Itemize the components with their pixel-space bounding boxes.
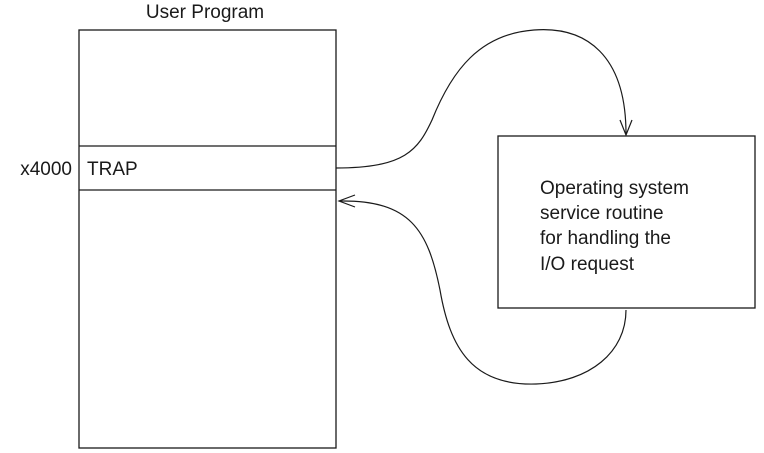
return-arrow [339, 200, 627, 385]
trap-address: x4000 [20, 159, 72, 180]
service-routine-line-2: service routine [540, 203, 664, 224]
user-program-title: User Program [146, 2, 264, 23]
user-program-box [78, 29, 337, 449]
trap-instruction: TRAP [87, 159, 138, 180]
return-arrowhead [337, 194, 356, 208]
service-routine-line-3: for handling the [540, 228, 671, 249]
trap-call-arrowhead [619, 119, 633, 137]
service-routine-line-1: Operating system [540, 178, 689, 199]
service-routine-box [497, 135, 756, 309]
trap-call-arrow [335, 29, 627, 169]
service-routine-line-4: I/O request [540, 254, 635, 275]
